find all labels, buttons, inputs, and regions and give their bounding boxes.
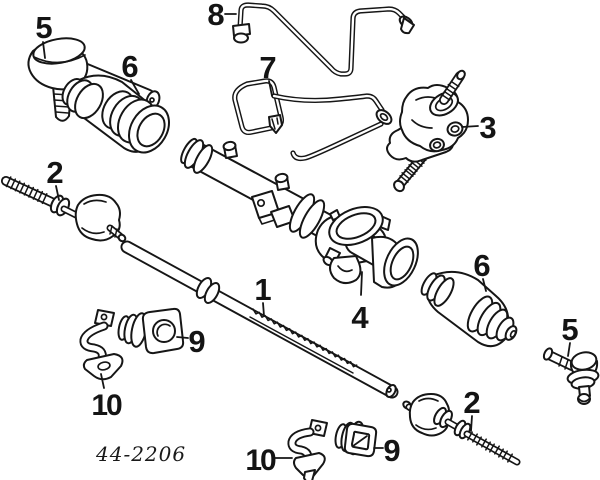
- callout-4: 4: [351, 300, 369, 335]
- part-bellows-boot-upper: [61, 74, 170, 154]
- pipe-8-fitting-left: [232, 23, 251, 44]
- housing-lower-boss: [329, 255, 362, 284]
- callout-9-left: 9: [188, 324, 205, 359]
- callout-10-bottom: 10: [245, 444, 276, 477]
- callout-7: 7: [259, 50, 276, 85]
- part-mount-bushing-bottom: [334, 420, 378, 458]
- callout-labels: 5 6 8 7 3 2 1 4 9 10 10 9 6 5 2: [35, 0, 578, 477]
- callout-2-right: 2: [463, 385, 480, 420]
- leader-lines: [42, 13, 571, 459]
- part-inner-tie-rod-right: [402, 393, 521, 466]
- part-inner-tie-rod-left: [1, 176, 127, 243]
- part-return-pipe-7: [235, 81, 393, 159]
- part-pressure-pipe-8: [232, 5, 415, 74]
- callout-6-upper: 6: [121, 49, 138, 84]
- housing-bleeder-knob-2: [274, 172, 290, 191]
- part-bellows-boot-lower: [420, 270, 518, 348]
- housing-mount-bracket-plate: [251, 190, 296, 228]
- housing-bleeder-knob-1: [222, 140, 238, 159]
- callout-8: 8: [207, 0, 224, 32]
- part-tie-rod-end-lower: [542, 347, 600, 405]
- figure-number: 44-2206: [95, 442, 186, 466]
- callout-9-bottom: 9: [383, 433, 400, 468]
- housing-spigot-bolt: [322, 247, 341, 267]
- callout-10-left: 10: [91, 389, 122, 422]
- part-control-valve: [386, 69, 469, 193]
- callout-2-left: 2: [46, 155, 63, 190]
- part-rack-shaft: [120, 240, 399, 399]
- pipe-8-fitting-right: [398, 15, 415, 35]
- pipe-7-fitting-loop: [268, 114, 283, 134]
- part-mount-bushing-left: [117, 307, 185, 355]
- part-mount-bracket-bottom: [287, 419, 328, 480]
- callout-5-upper: 5: [35, 10, 52, 45]
- callout-3: 3: [479, 110, 496, 145]
- callout-6-lower: 6: [473, 248, 490, 283]
- callout-1: 1: [254, 272, 271, 307]
- part-rack-housing: [180, 137, 419, 289]
- part-mount-bracket-left: [79, 309, 124, 381]
- pipe-7-fitting-mid: [375, 109, 393, 125]
- callout-5-lower: 5: [561, 312, 578, 347]
- housing-pinion-port-ring: [328, 206, 391, 246]
